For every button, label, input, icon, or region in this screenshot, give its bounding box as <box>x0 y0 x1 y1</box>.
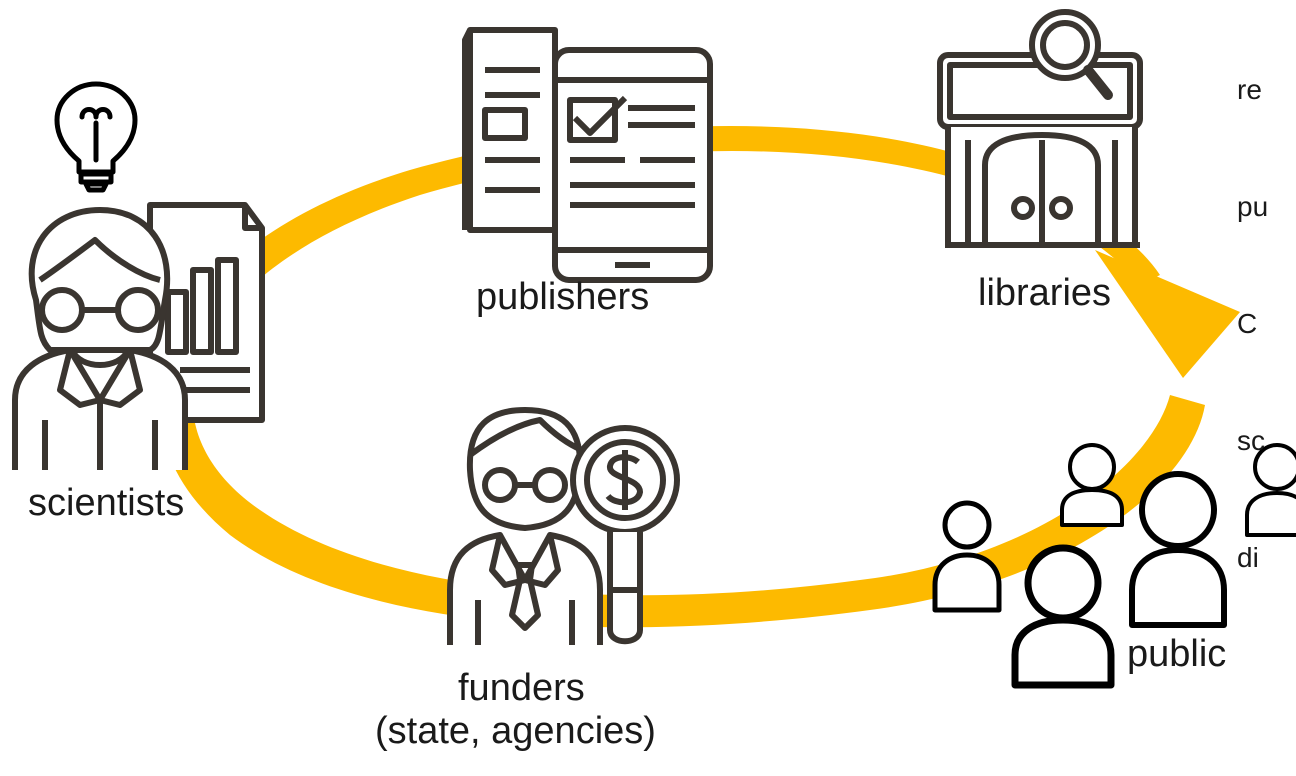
scientists-label: scientists <box>28 482 185 524</box>
people-group-icon <box>932 443 1296 689</box>
publisher-documents-icon <box>462 27 713 283</box>
funder-icon <box>447 407 680 645</box>
public-label: public <box>1127 633 1227 675</box>
side-text-line: sc <box>1237 425 1265 456</box>
libraries-label: libraries <box>978 272 1112 314</box>
side-text-fragment: re pu C sc di <box>1237 0 1268 655</box>
cycle-arrow <box>158 125 1240 628</box>
publishers-label: publishers <box>476 276 650 318</box>
library-building-icon <box>937 9 1143 248</box>
scientist-icon <box>12 202 265 470</box>
side-text-line: re <box>1237 74 1262 105</box>
lightbulb-icon <box>54 81 138 193</box>
side-text-line: pu <box>1237 191 1269 222</box>
funders-sublabel: (state, agencies) <box>375 710 656 752</box>
funders-label: funders <box>458 667 585 709</box>
cycle-arrowhead <box>1095 250 1240 378</box>
side-text-line: di <box>1237 542 1259 573</box>
side-text-line: C <box>1237 308 1258 339</box>
